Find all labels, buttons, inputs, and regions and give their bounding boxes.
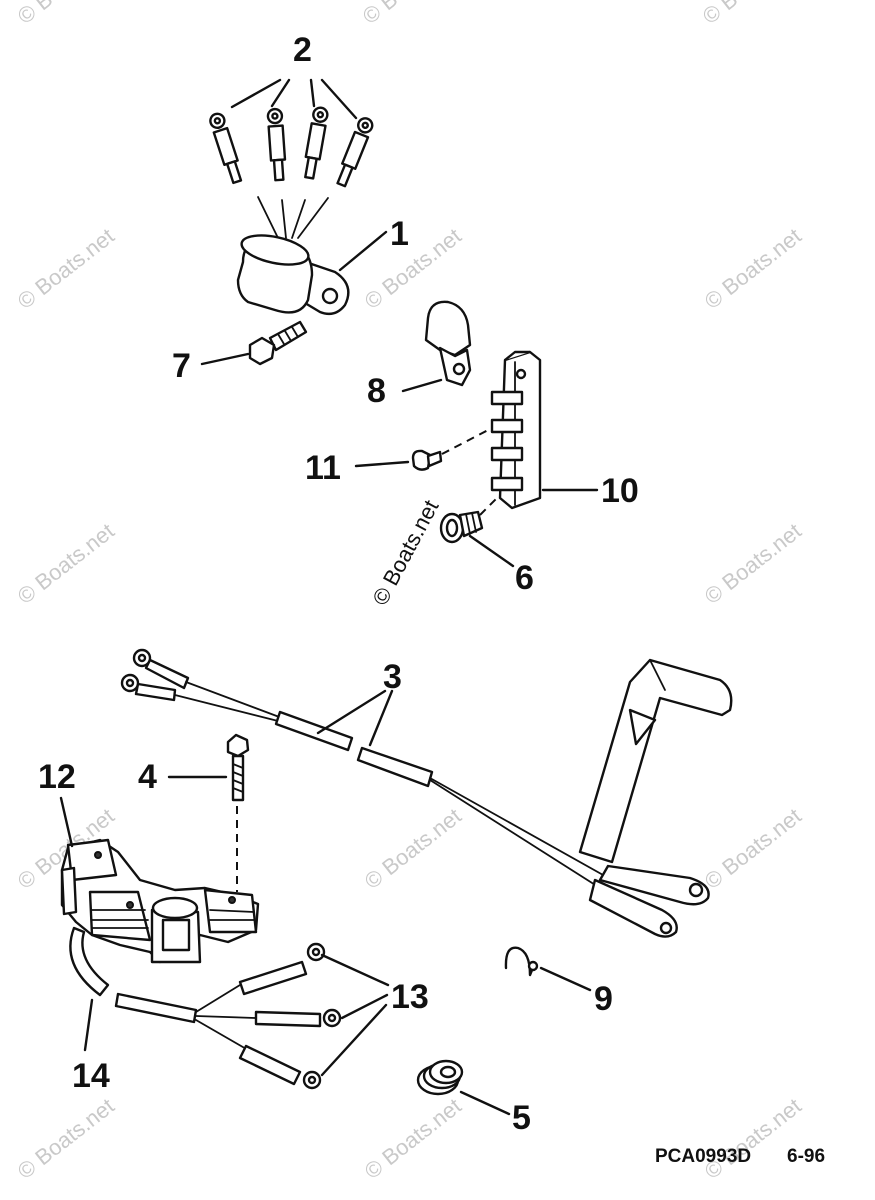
- callout-10: 10: [601, 472, 639, 510]
- part-7-bolt: [248, 320, 308, 366]
- callout-3: 3: [383, 658, 402, 696]
- leader-6-dashed: [479, 494, 501, 516]
- part-13-leads: [195, 942, 342, 1090]
- diagram-date: 6-96: [787, 1146, 825, 1167]
- callout-4: 4: [138, 758, 157, 796]
- watermark: © Boats.net: [360, 803, 466, 894]
- part-8-clamp: [424, 300, 472, 387]
- callout-13: 13: [391, 978, 429, 1016]
- part-9-clip: [504, 946, 539, 977]
- callout-12: 12: [38, 758, 76, 796]
- callout-5: 5: [512, 1099, 531, 1137]
- watermark: © Boats.net: [13, 223, 119, 314]
- part-3-harness: [120, 648, 733, 938]
- part-4-screw: [226, 733, 250, 802]
- diagram-code: PCA0993D: [655, 1146, 751, 1167]
- watermark: © Boats.net: [700, 223, 806, 314]
- part-1-solenoid: [236, 234, 350, 316]
- watermark: © Boats.net: [700, 803, 806, 894]
- leader-lines: [59, 78, 599, 1116]
- part-6-nut: [439, 510, 484, 544]
- watermark: © Boats.net: [700, 1093, 806, 1184]
- part-2-leads: [209, 106, 374, 239]
- watermark: © Boats.net: [700, 518, 806, 609]
- watermark: © Boats.net: [360, 223, 466, 314]
- callouts: 2 1 7 8 11 10 6 3 4 12 13 9 14 5: [38, 31, 639, 1137]
- watermark-dark: © Boats.net: [367, 496, 443, 610]
- watermark: © Boats.net: [358, 0, 464, 29]
- part-10-terminal-block: [490, 350, 542, 510]
- callout-2: 2: [293, 31, 312, 69]
- watermark: © Boats.net: [360, 1093, 466, 1184]
- callout-9: 9: [594, 980, 613, 1018]
- callout-14: 14: [72, 1057, 110, 1095]
- part-11-screw: [411, 449, 443, 471]
- leader-11-dashed: [441, 427, 493, 455]
- callout-6: 6: [515, 559, 534, 597]
- part-14-cable: [69, 926, 198, 1024]
- part-12-stator: [60, 838, 260, 964]
- watermark: © Boats.net: [698, 0, 804, 29]
- callout-1: 1: [390, 215, 409, 253]
- callout-11: 11: [305, 449, 341, 487]
- callout-7: 7: [172, 347, 191, 385]
- callout-8: 8: [367, 372, 386, 410]
- watermark: © Boats.net: [13, 518, 119, 609]
- watermark: © Boats.net: [13, 1093, 119, 1184]
- part-5-grommet: [416, 1059, 464, 1096]
- watermark: © Boats.net: [13, 0, 119, 29]
